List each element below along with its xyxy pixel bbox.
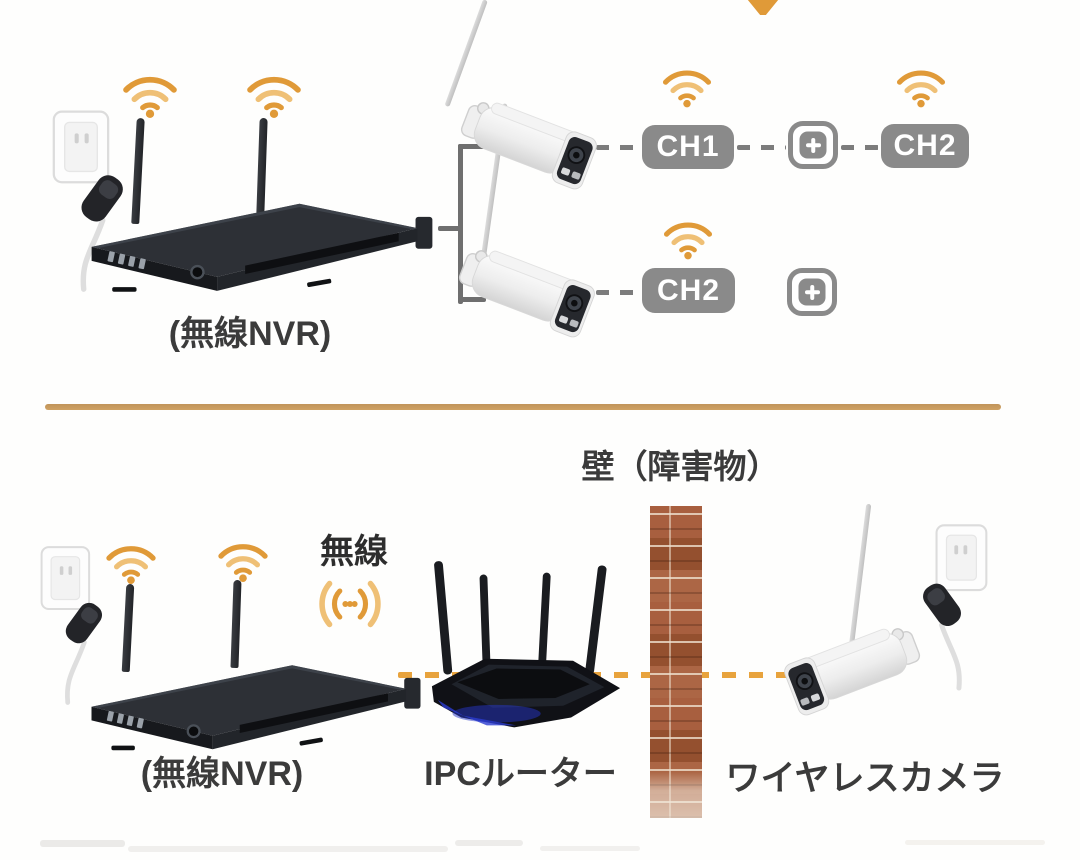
nvr-label: (無線NVR): [140, 755, 304, 793]
channel-badge: CH1: [642, 125, 734, 169]
pairing-dash-line: [596, 290, 640, 295]
wifi-icon: [242, 68, 306, 118]
nvr-label: (無線NVR): [168, 315, 332, 353]
connection-wire: [438, 226, 462, 231]
wireless-nvr-device: [86, 196, 438, 294]
cropped-next-row-artifact: [540, 846, 640, 851]
camera-antenna: [444, 0, 488, 107]
cropped-wifi-icon: [747, 0, 779, 15]
wireless-nvr-device: [86, 658, 426, 752]
section-divider: [45, 404, 1001, 410]
wifi-icon: [659, 62, 715, 108]
wall-label: 壁（障害物）: [581, 448, 780, 485]
pairing-dash-line: [841, 145, 879, 150]
wifi-icon: [214, 536, 272, 582]
router-label: IPCルーター: [424, 755, 617, 793]
wireless-label: 無線: [320, 533, 388, 571]
wireless-signal-icon: [310, 578, 390, 630]
connection-wire: [458, 144, 463, 304]
channel-badge: CH2: [642, 268, 735, 313]
nvr-antenna: [230, 579, 242, 669]
wifi-icon: [893, 62, 949, 108]
cropped-next-row-artifact: [905, 840, 1045, 845]
add-channel-icon: [787, 268, 837, 316]
cropped-next-row-artifact: [40, 840, 125, 847]
brick-wall-obstacle: [650, 506, 702, 818]
camera-label: ワイヤレスカメラ: [725, 759, 1005, 798]
camera-antenna: [849, 503, 872, 646]
ipc-router-device: [428, 558, 624, 736]
channel-badge: CH2: [881, 124, 969, 168]
cropped-next-row-artifact: [455, 840, 523, 846]
cropped-next-row-artifact: [128, 846, 448, 852]
pairing-dash-line: [737, 145, 786, 150]
add-channel-icon: [788, 121, 838, 169]
pairing-dash-line: [596, 145, 640, 150]
connection-wire: [458, 144, 486, 149]
wireless-camera-1: [453, 91, 604, 195]
wifi-icon: [660, 214, 716, 260]
connection-wire: [458, 297, 486, 302]
wireless-camera-2: [451, 239, 602, 343]
